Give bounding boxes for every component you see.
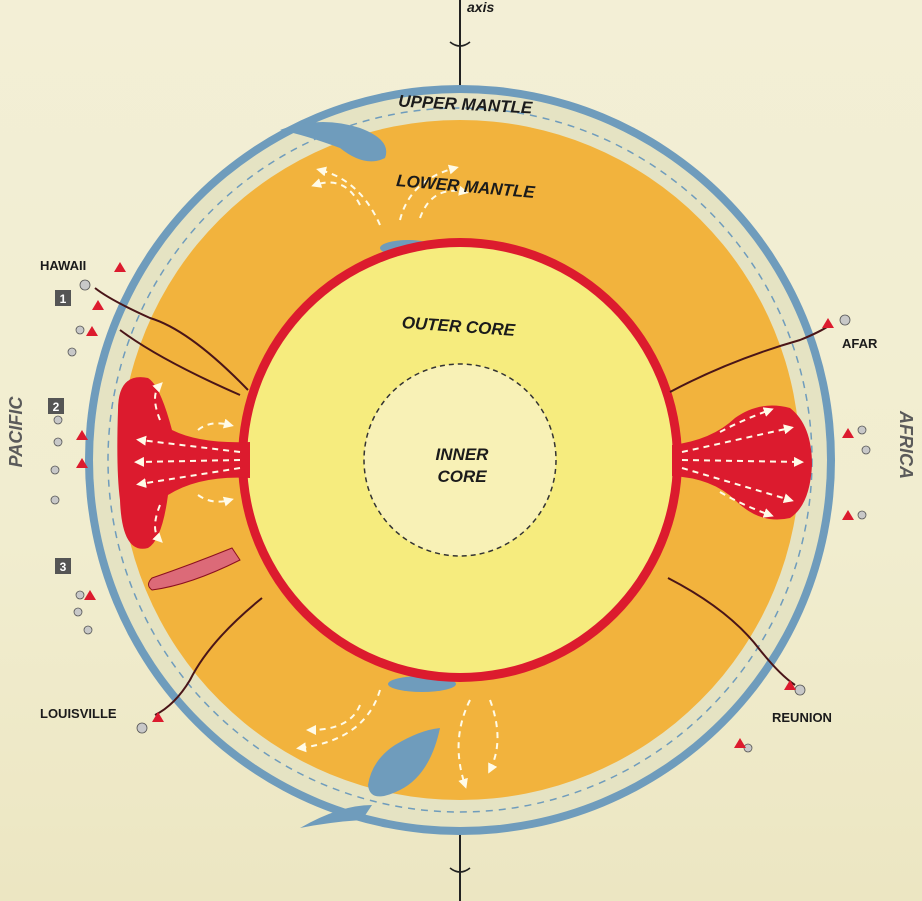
axis-label: axis (467, 0, 494, 15)
marker-1: 1 (55, 290, 71, 306)
pacific-label: PACIFIC (6, 396, 26, 468)
svg-text:3: 3 (60, 560, 67, 574)
afar-label: AFAR (842, 336, 878, 351)
marker-2: 2 (48, 398, 64, 414)
svg-text:2: 2 (53, 400, 60, 414)
africa-label: AFRICA (896, 410, 916, 479)
inner-core-label-line1: INNER (436, 445, 490, 464)
hawaii-label: HAWAII (40, 258, 86, 273)
inner-core-label-line2: CORE (437, 467, 487, 486)
reunion-label: REUNION (772, 710, 832, 725)
marker-3: 3 (55, 558, 71, 574)
louisville-label: LOUISVILLE (40, 706, 117, 721)
svg-text:1: 1 (60, 292, 67, 306)
